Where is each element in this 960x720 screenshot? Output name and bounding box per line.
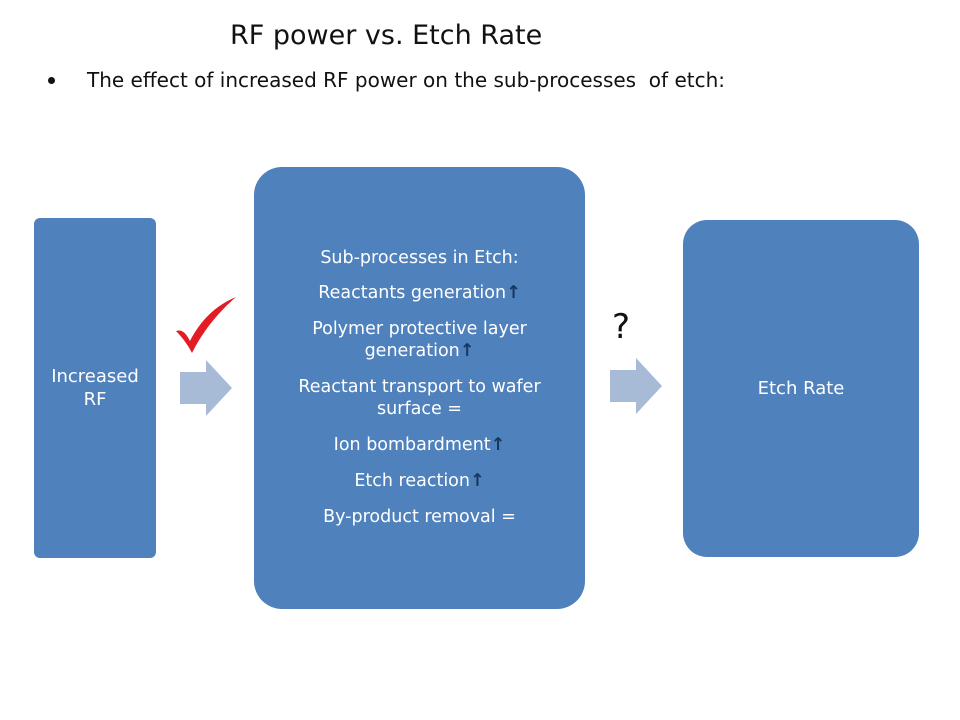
sub-process-item: Polymer protective layer generation↑ [254, 319, 585, 363]
sub-process-item: Etch reaction↑ [338, 471, 500, 493]
bullet-dot-icon [48, 76, 55, 84]
increased-rf-box: Increased RF [34, 218, 156, 558]
up-arrow-icon: ↑ [490, 434, 506, 455]
up-arrow-icon: ↑ [469, 470, 485, 491]
sub-process-item: By-product removal = [307, 507, 532, 529]
check-mark-icon [176, 297, 236, 353]
sub-process-text: Polymer protective layer generation [312, 319, 527, 362]
sub-process-item: Reactant transport to wafer surface = [254, 377, 585, 421]
bullet-point: The effect of increased RF power on the … [48, 68, 725, 92]
sub-process-item: Ion bombardment↑ [318, 435, 522, 457]
increased-rf-line2: RF [83, 389, 107, 410]
increased-rf-line1: Increased [51, 365, 139, 387]
etch-rate-label: Etch Rate [757, 378, 845, 399]
up-arrow-icon: ↑ [506, 283, 521, 304]
etch-rate-box: Etch Rate [683, 220, 919, 557]
sub-process-text: Etch reaction [354, 470, 470, 491]
question-mark: ? [612, 307, 631, 347]
sub-process-item: Reactants generation↑ [302, 283, 537, 305]
up-arrow-icon: ↑ [459, 341, 475, 362]
right-chevron-arrow-icon [610, 358, 662, 414]
sub-processes-heading: Sub-processes in Etch: [320, 247, 519, 268]
page-title: RF power vs. Etch Rate [230, 20, 543, 51]
sub-process-text: Reactants generation [318, 283, 507, 304]
sub-processes-box: Sub-processes in Etch: Reactants generat… [254, 167, 585, 609]
sub-process-text: Ion bombardment [333, 434, 491, 455]
bullet-text: The effect of increased RF power on the … [87, 68, 725, 92]
sub-process-text: By-product removal = [323, 506, 516, 527]
sub-process-text: Reactant transport to wafer surface = [298, 377, 541, 419]
right-chevron-arrow-icon [180, 360, 232, 416]
